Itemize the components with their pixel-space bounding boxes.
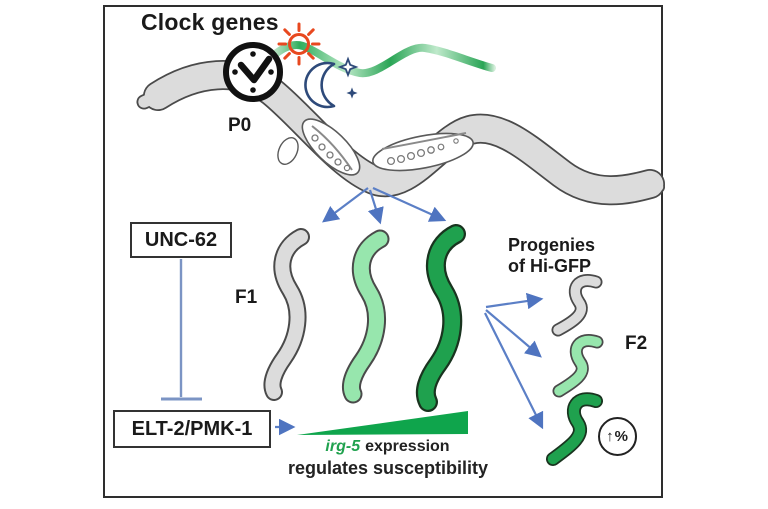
expression-wedge — [297, 411, 468, 435]
f1-worm-dark-green — [415, 224, 466, 412]
p0-to-f1-arrows — [322, 186, 447, 225]
moon-icon — [304, 61, 336, 109]
elt2-pmk1-label: ELT-2/PMK-1 — [131, 417, 253, 440]
f2-label: F2 — [625, 333, 648, 354]
progenies-label-line2: of Hi-GFP — [508, 256, 591, 276]
unc62-box: UNC-62 — [130, 222, 232, 258]
expression-word: expression — [365, 438, 450, 455]
regulates-susceptibility-caption: regulates susceptibility — [287, 458, 489, 478]
f2-worm-light-green — [552, 334, 604, 398]
f1-to-f2-arrows — [484, 292, 544, 430]
elt2-pmk1-box: ELT-2/PMK-1 — [113, 410, 271, 448]
up-arrow-percent-icon: ↑% — [598, 417, 637, 456]
p0-gonad-right — [372, 132, 474, 172]
f2-worm-dark-green — [546, 392, 603, 466]
f1-worm-gray — [263, 228, 310, 401]
f2-worm-gray — [551, 274, 603, 337]
p0-worm — [136, 60, 665, 206]
t-bar-inhibition — [161, 259, 202, 401]
f1-worm-light-green — [341, 229, 390, 404]
p0-gonad-left — [277, 118, 361, 176]
p0-label: P0 — [228, 115, 252, 136]
star-icons — [337, 56, 359, 99]
sun-icon — [277, 22, 321, 66]
figure-title: Clock genes — [141, 9, 279, 35]
clock-icon — [223, 42, 283, 102]
f1-label: F1 — [235, 287, 258, 308]
progenies-label-line1: Progenies — [508, 235, 596, 255]
irg5-gene-name: irg-5 — [325, 438, 361, 455]
circadian-sine-wave — [258, 41, 496, 78]
unc62-label: UNC-62 — [144, 228, 218, 251]
